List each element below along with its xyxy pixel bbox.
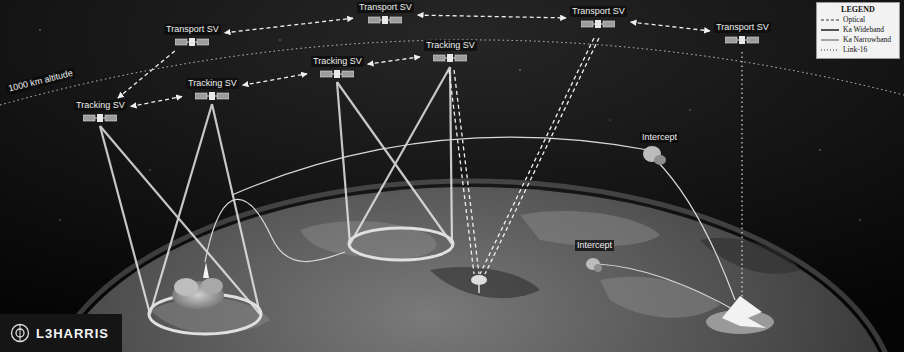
satellite-icon bbox=[368, 13, 402, 27]
legend-text: Link-16 bbox=[843, 45, 867, 55]
satellite-node: Tracking SV bbox=[72, 100, 129, 125]
satellite-icon bbox=[175, 35, 209, 49]
crosslink-arrow bbox=[631, 22, 710, 31]
crosslink-arrow bbox=[243, 74, 307, 85]
satellite-label: Transport SV bbox=[164, 24, 221, 35]
legend-title: LEGEND bbox=[820, 5, 896, 15]
satellite-label: Transport SV bbox=[714, 22, 771, 33]
altitude-label: 1000 km altitude bbox=[5, 67, 76, 95]
satellite-node: Transport SV bbox=[568, 6, 629, 31]
legend-box: LEGENDOpticalKa WidebandKa NarrowbandLin… bbox=[816, 2, 900, 59]
legend-sample bbox=[820, 16, 840, 24]
satellite-icon bbox=[581, 17, 615, 31]
legend-text: Ka Narrowband bbox=[843, 35, 891, 45]
satellite-node: Transport SV bbox=[162, 24, 223, 49]
crosslink-arrow bbox=[418, 15, 566, 18]
legend-entry: Ka Narrowband bbox=[820, 35, 896, 45]
logo-text: L3HARRIS bbox=[36, 326, 109, 341]
legend-entry: Ka Wideband bbox=[820, 25, 896, 35]
satellite-label: Transport SV bbox=[357, 2, 414, 13]
crosslink-arrow bbox=[131, 97, 182, 107]
intercept-label: Intercept bbox=[575, 240, 614, 251]
satellite-node: Transport SV bbox=[712, 22, 773, 47]
legend-entry: Optical bbox=[820, 15, 896, 25]
ground-station bbox=[471, 275, 487, 293]
satellite-icon bbox=[320, 67, 354, 81]
satellite-label: Tracking SV bbox=[311, 56, 364, 67]
crosslink-arrow bbox=[225, 18, 353, 33]
legend-text: Optical bbox=[843, 15, 865, 25]
satellite-node: Tracking SV bbox=[184, 78, 241, 103]
satellite-label: Transport SV bbox=[570, 6, 627, 17]
satellite-icon bbox=[195, 89, 229, 103]
satellite-node: Tracking SV bbox=[309, 56, 366, 81]
satellite-node: Tracking SV bbox=[422, 40, 479, 65]
intercept-label: Intercept bbox=[640, 132, 679, 143]
satellite-icon bbox=[725, 33, 759, 47]
logo-box: L3HARRIS bbox=[0, 314, 122, 352]
satellite-icon bbox=[433, 51, 467, 65]
crosslink-arrow bbox=[368, 57, 420, 64]
satellite-label: Tracking SV bbox=[424, 40, 477, 51]
satellite-node: Transport SV bbox=[355, 2, 416, 27]
satellite-icon bbox=[83, 111, 117, 125]
legend-entry: Link-16 bbox=[820, 45, 896, 55]
crosslink-arrow bbox=[118, 51, 175, 98]
satellite-label: Tracking SV bbox=[186, 78, 239, 89]
satellite-label: Tracking SV bbox=[74, 100, 127, 111]
legend-sample bbox=[820, 46, 840, 54]
legend-sample bbox=[820, 26, 840, 34]
legend-text: Ka Wideband bbox=[843, 25, 884, 35]
legend-sample bbox=[820, 36, 840, 44]
